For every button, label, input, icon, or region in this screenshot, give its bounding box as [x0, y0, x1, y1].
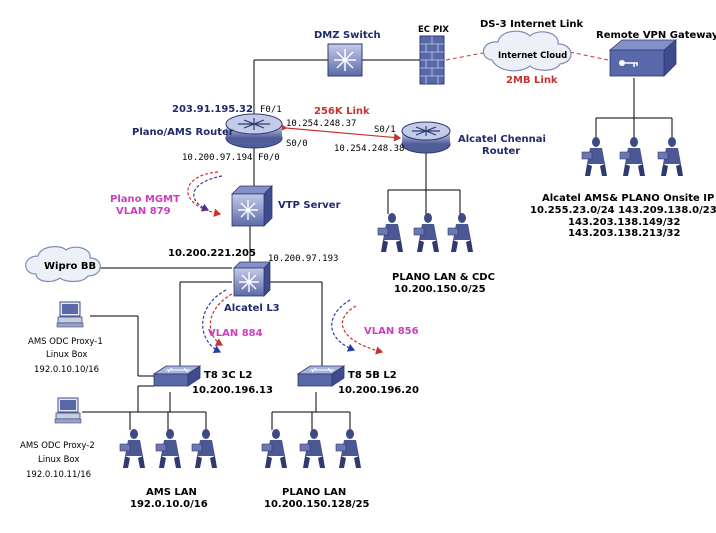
ip-97-193-label: 10.200.97.193 [268, 254, 338, 264]
onsite-user-icon [619, 136, 646, 177]
proxy1-pc-icon[interactable] [56, 301, 84, 328]
plano-lan-user-icon [299, 428, 326, 469]
link-256k [279, 123, 402, 142]
onsite-user-icon [581, 136, 608, 177]
ip-254-38-label: 10.254.248.38 [334, 144, 404, 154]
proxy1-label-3: 192.0.10.10/16 [34, 365, 99, 375]
ip-97-194-label: 10.200.97.194 [182, 153, 252, 163]
alcatel-l3-icon[interactable] [233, 261, 271, 297]
s01-label: S0/1 [374, 125, 396, 135]
proxy2-label-2: Linux Box [38, 455, 79, 465]
plano-lan-cdc-label: PLANO LAN & CDC [392, 272, 495, 283]
t8-3c-label: T8 3C L2 [204, 370, 252, 381]
internet-cloud-label: Internet Cloud [498, 51, 567, 61]
ip-221-205-label: 10.200.221.205 [168, 248, 256, 259]
chennai-router-label-1: Alcatel Chennai [458, 134, 546, 145]
f00-label: F0/0 [258, 153, 280, 163]
vlan-856-label: VLAN 856 [364, 326, 419, 337]
t8-3c-ip-label: 10.200.196.13 [192, 385, 273, 396]
onsite-ip-1-label: 10.255.23.0/24 143.209.138.0/23 [530, 205, 716, 216]
ams-lan-ip-label: 192.0.10.0/16 [130, 499, 208, 510]
plano-lan-ip-label: 10.200.150.128/25 [264, 499, 370, 510]
wipro-bb-cloud-icon[interactable] [25, 246, 101, 283]
link-2mb-label: 2MB Link [506, 75, 558, 86]
chennai-router-label-2: Router [482, 146, 520, 157]
proxy2-pc-icon[interactable] [54, 397, 82, 424]
vtp-server-label: VTP Server [278, 200, 341, 211]
plano-mgmt-label-1: Plano MGMT [110, 194, 180, 205]
cdc-user-icon [447, 212, 474, 253]
vpn-gateway-icon[interactable] [608, 39, 678, 77]
plano-router-label: Plano/AMS Router [132, 127, 234, 138]
vtp-server-icon[interactable] [231, 185, 273, 227]
ams-lan-label: AMS LAN [146, 487, 197, 498]
plano-router-ip-label: 203.91.195.32 [172, 104, 253, 115]
onsite-ip-2-label: 143.203.138.149/32 [568, 217, 681, 228]
ams-lan-user-icon [155, 428, 182, 469]
proxy2-label-1: AMS ODC Proxy-2 [20, 441, 95, 451]
plano-lan-user-icon [261, 428, 288, 469]
t8-3c-switch-icon[interactable] [152, 365, 202, 387]
ec-pix-label: EC PIX [418, 25, 449, 35]
cdc-user-icon [377, 212, 404, 253]
alcatel-l3-label: Alcatel L3 [224, 303, 280, 314]
f01-label: F0/1 [260, 105, 282, 115]
t8-5b-ip-label: 10.200.196.20 [338, 385, 419, 396]
ams-lan-user-icon [191, 428, 218, 469]
vlan-884-label: VLAN 884 [208, 328, 263, 339]
ip-254-37-label: 10.254.248.37 [286, 119, 356, 129]
dmz-switch-label: DMZ Switch [314, 30, 381, 41]
onsite-user-icon [657, 136, 684, 177]
t8-5b-switch-icon[interactable] [296, 365, 346, 387]
wipro-bb-label: Wipro BB [44, 261, 96, 272]
vlan-arrows [187, 171, 384, 355]
plano-lan-cdc-ip-label: 10.200.150.0/25 [394, 284, 486, 295]
proxy1-label-1: AMS ODC Proxy-1 [28, 337, 103, 347]
link-256k-label: 256K Link [314, 106, 370, 117]
plano-lan-label: PLANO LAN [282, 487, 346, 498]
plano-mgmt-label-2: VLAN 879 [116, 206, 171, 217]
t8-5b-label: T8 5B L2 [348, 370, 397, 381]
plano-router-icon[interactable] [225, 113, 283, 149]
proxy2-label-3: 192.0.10.11/16 [26, 470, 91, 480]
onsite-ip-3-label: 143.203.138.213/32 [568, 228, 681, 239]
remote-vpn-label: Remote VPN Gateway [596, 30, 716, 41]
s00-label: S0/0 [286, 139, 308, 149]
dmz-switch-icon[interactable] [327, 43, 363, 77]
plano-lan-user-icon [335, 428, 362, 469]
proxy1-label-2: Linux Box [46, 350, 87, 360]
firewall-icon[interactable] [419, 35, 445, 85]
links [82, 59, 673, 430]
ams-lan-user-icon [119, 428, 146, 469]
onsite-label: Alcatel AMS& PLANO Onsite IP [542, 193, 714, 204]
chennai-router-icon[interactable] [401, 121, 451, 154]
ds3-link-label: DS-3 Internet Link [480, 19, 584, 30]
wan-links [445, 51, 609, 61]
internet-cloud-icon[interactable] [482, 30, 572, 72]
cdc-user-icon [413, 212, 440, 253]
